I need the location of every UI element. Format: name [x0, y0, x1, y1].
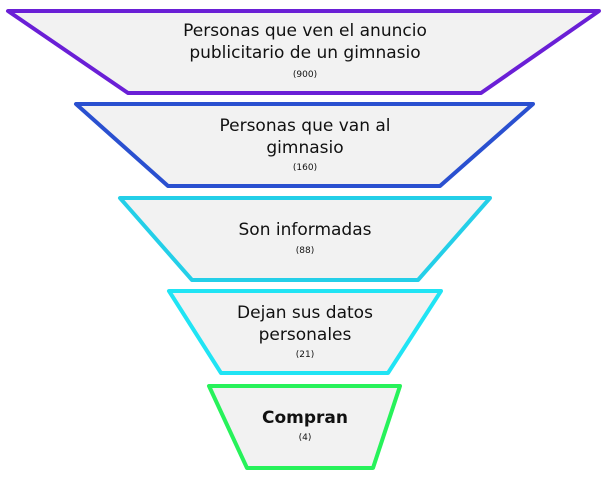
funnel-stage-count: (160): [293, 163, 317, 173]
funnel-stage: Son informadas (88): [118, 196, 492, 282]
funnel-stage-shape: [207, 384, 402, 470]
funnel-stage-label: Dejan sus datos: [237, 303, 373, 323]
funnel-stage-shape: [74, 102, 535, 188]
funnel-stage-label: Personas que van al: [219, 116, 390, 136]
funnel-stage-count: (88): [296, 246, 314, 256]
funnel-stage-shape: [6, 9, 601, 95]
funnel-stage-label: Personas que ven el anuncio: [183, 21, 427, 41]
funnel-stage-label: Son informadas: [239, 220, 372, 240]
funnel-stage-count: (900): [293, 70, 317, 80]
funnel-stage-shape: [167, 289, 443, 375]
funnel-stage: Personas que ven el anunciopublicitario …: [6, 9, 601, 95]
funnel-stage-shape: [118, 196, 492, 282]
funnel-stage: Compran (4): [207, 384, 402, 470]
funnel-stage-count: (21): [296, 350, 314, 360]
funnel-stage-count: (4): [299, 433, 312, 443]
funnel-stage-label: gimnasio: [266, 138, 343, 158]
funnel-stage-label: personales: [259, 325, 352, 345]
funnel-stage-label: publicitario de un gimnasio: [189, 43, 420, 63]
funnel-stage-label: Compran: [262, 408, 348, 428]
